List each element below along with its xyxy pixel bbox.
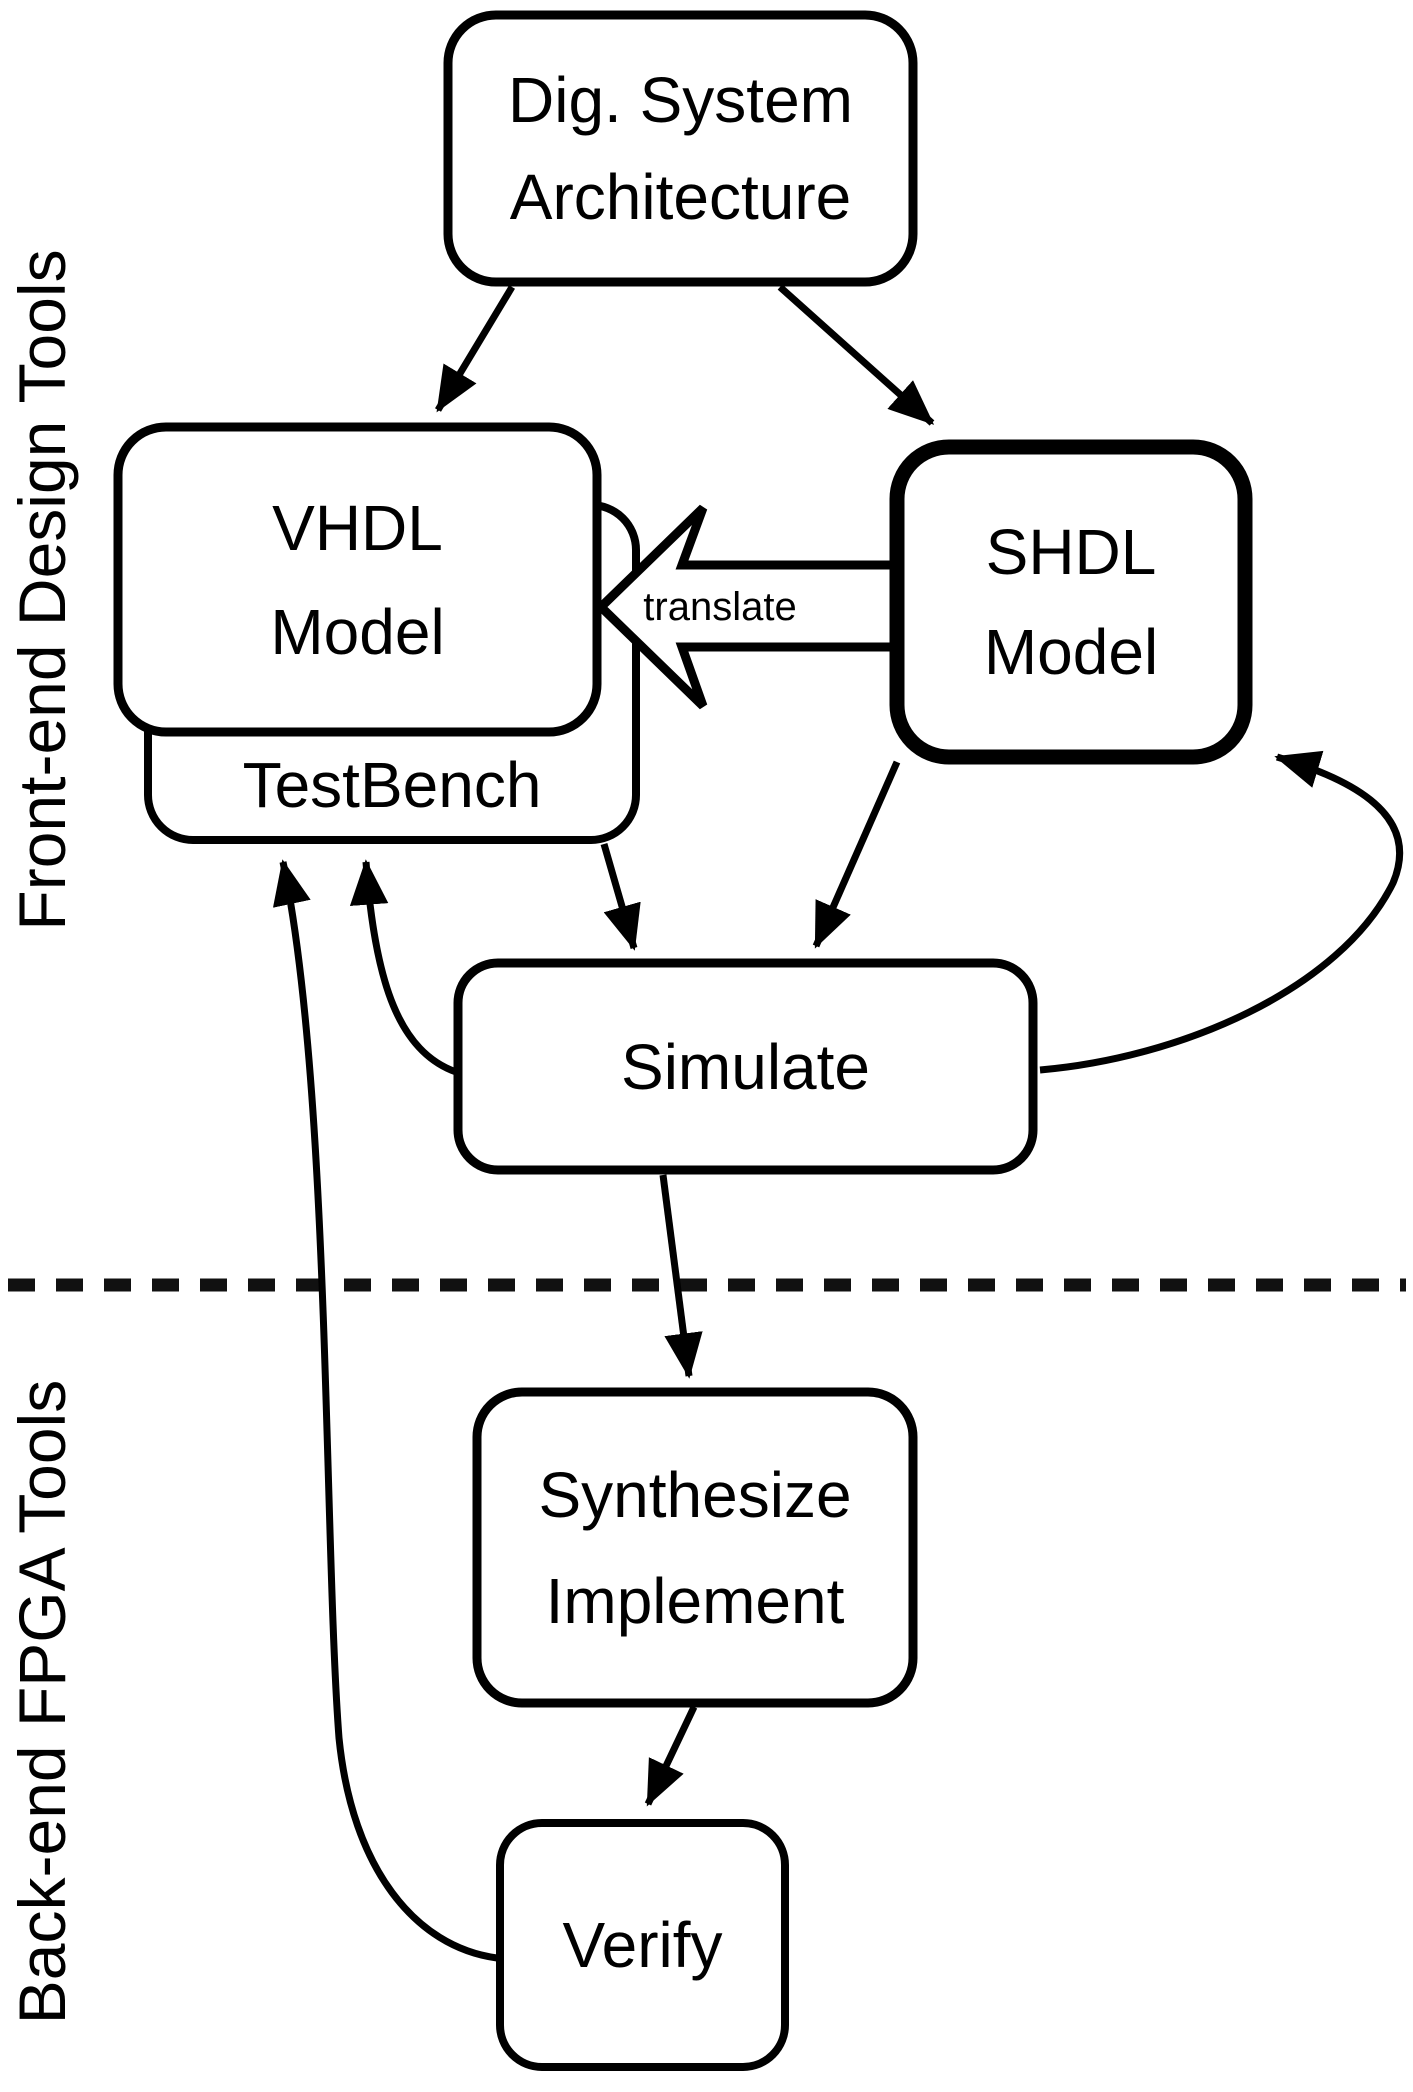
verify-box: [496, 1819, 789, 2071]
shdl-model-box: [889, 439, 1253, 765]
arrow-simulate-to-synthesize: [659, 1174, 703, 1379]
arrow-shdl-to-simulate: [812, 760, 901, 949]
curve-simulate-to-shdl: [1039, 750, 1403, 1074]
vhdl-model-box: [113, 422, 602, 737]
curve-verify-to-testbench: [272, 859, 498, 1962]
arrow-digsystem-to-shdl: [777, 284, 935, 426]
curve-simulate-to-testbench: [349, 859, 458, 1076]
arrow-digsystem-to-vhdl: [435, 285, 515, 413]
synthesize-box: [472, 1387, 918, 1708]
dig-system-box: [443, 10, 918, 287]
arrow-synthesize-to-verify: [644, 1705, 698, 1807]
arrow-vhdl-to-simulate: [600, 843, 641, 951]
simulate-box: [453, 958, 1038, 1175]
translate-block-arrow: [594, 504, 902, 710]
